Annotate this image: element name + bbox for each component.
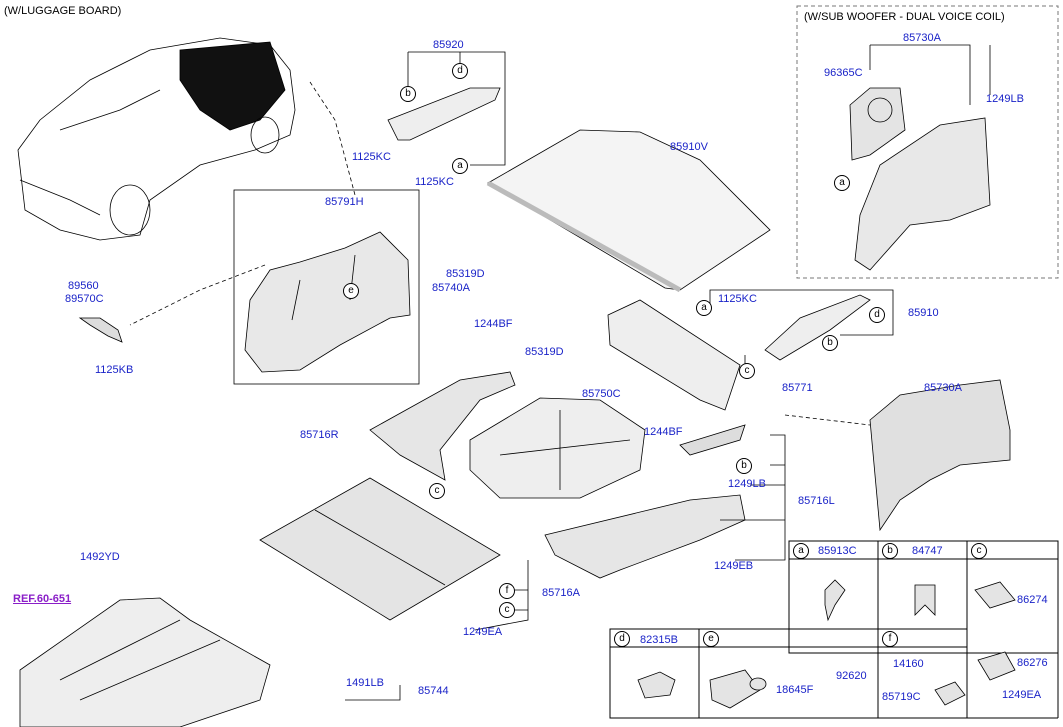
part-label-85716r[interactable]: 85716R	[300, 429, 339, 441]
callout-d: d	[869, 307, 885, 323]
legend-d-part[interactable]: 82315B	[640, 634, 678, 646]
legend-e-part1[interactable]: 92620	[836, 670, 867, 682]
legend-c-letter: c	[971, 543, 987, 559]
part-label-1125kc[interactable]: 1125KC	[415, 176, 454, 188]
callout-b: b	[822, 335, 838, 351]
part-label-1125kb[interactable]: 1125KB	[95, 364, 134, 376]
part-label-1244bf[interactable]: 1244BF	[644, 426, 683, 438]
sub-woofer-header: (W/SUB WOOFER - DUAL VOICE COIL)	[804, 11, 1005, 23]
ref-link[interactable]: REF.60-651	[13, 593, 72, 605]
legend-f-part2[interactable]: 85719C	[882, 691, 921, 703]
part-label-85791h[interactable]: 85791H	[325, 196, 364, 208]
part-label-1249lb[interactable]: 1249LB	[728, 478, 766, 490]
callout-c: c	[429, 483, 445, 499]
part-label-1249eb[interactable]: 1249EB	[714, 560, 754, 572]
part-label-1249lb[interactable]: 1249LB	[986, 93, 1024, 105]
callout-a: a	[834, 175, 850, 191]
callout-b: b	[400, 86, 416, 102]
part-label-1492yd[interactable]: 1492YD	[80, 551, 120, 563]
luggage-board-header: (W/LUGGAGE BOARD)	[4, 5, 122, 17]
part-label-85910v[interactable]: 85910V	[670, 141, 708, 153]
legend-f-part1[interactable]: 14160	[893, 658, 924, 670]
callout-a: a	[696, 300, 712, 316]
legend-c-part1[interactable]: 86274	[1017, 594, 1048, 606]
part-label-89560[interactable]: 89560	[68, 280, 99, 292]
legend-a-part[interactable]: 85913C	[818, 545, 857, 557]
legend-d-letter: d	[614, 631, 630, 647]
legend-c-part2[interactable]: 86276	[1017, 657, 1048, 669]
part-label-85920[interactable]: 85920	[433, 39, 464, 51]
part-label-85730a[interactable]: 85730A	[924, 382, 962, 394]
legend-c-part3[interactable]: 1249EA	[1002, 689, 1042, 701]
callout-a: a	[452, 158, 468, 174]
part-label-85910[interactable]: 85910	[908, 307, 939, 319]
callout-e: e	[343, 283, 359, 299]
part-label-85750c[interactable]: 85750C	[582, 388, 621, 400]
part-label-85744[interactable]: 85744	[418, 685, 449, 697]
legend-b-part[interactable]: 84747	[912, 545, 943, 557]
callout-c: c	[499, 602, 515, 618]
callout-f: f	[499, 583, 515, 599]
part-label-1125kc[interactable]: 1125KC	[718, 293, 757, 305]
part-label-85771[interactable]: 85771	[782, 382, 813, 394]
legend-a-letter: a	[793, 543, 809, 559]
part-label-1244bf[interactable]: 1244BF	[474, 318, 513, 330]
part-label-1125kc[interactable]: 1125KC	[352, 151, 391, 163]
legend-f-letter: f	[882, 631, 898, 647]
legend-e-letter: e	[703, 631, 719, 647]
part-label-85716a[interactable]: 85716A	[542, 587, 580, 599]
part-label-1491lb[interactable]: 1491LB	[346, 677, 384, 689]
legend-b-letter: b	[882, 543, 898, 559]
callout-c: c	[739, 363, 755, 379]
part-label-85740a[interactable]: 85740A	[432, 282, 470, 294]
part-label-89570c[interactable]: 89570C	[65, 293, 104, 305]
part-label-85319d[interactable]: 85319D	[446, 268, 485, 280]
legend-e-part2[interactable]: 18645F	[776, 684, 814, 696]
part-label-85730a[interactable]: 85730A	[903, 32, 941, 44]
part-label-85716l[interactable]: 85716L	[798, 495, 835, 507]
part-label-1249ea[interactable]: 1249EA	[463, 626, 503, 638]
part-label-96365c[interactable]: 96365C	[824, 67, 863, 79]
callout-b: b	[736, 458, 752, 474]
part-label-85319d[interactable]: 85319D	[525, 346, 564, 358]
callout-d: d	[452, 63, 468, 79]
